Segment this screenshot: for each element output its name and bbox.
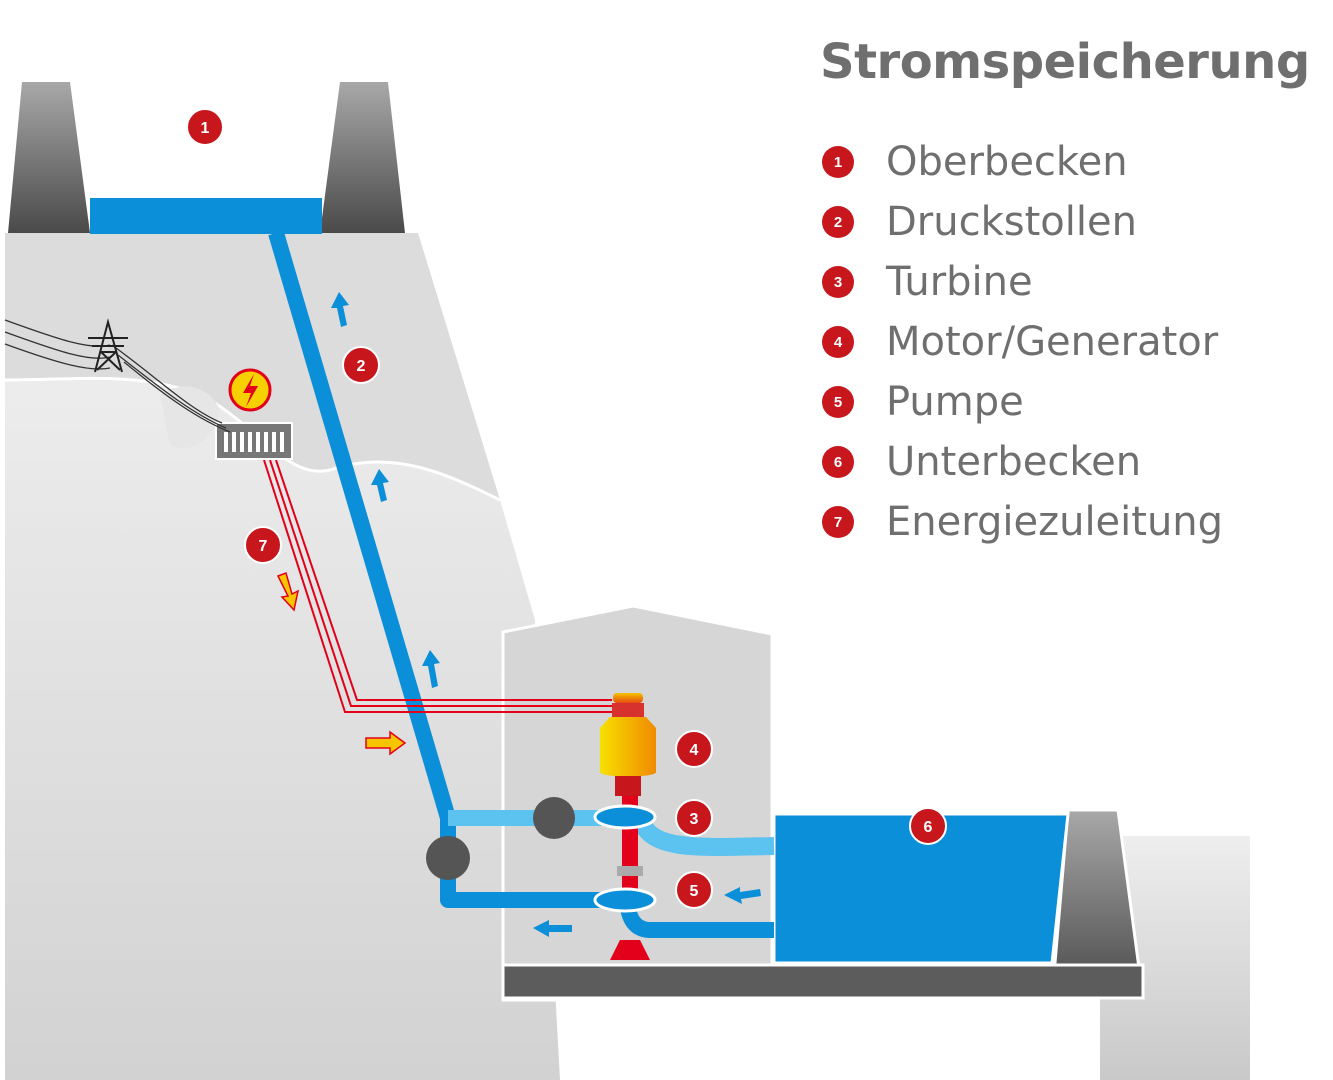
legend-label: Oberbecken (886, 139, 1128, 185)
marker-7: 7 (244, 526, 282, 564)
generator-base (615, 776, 641, 796)
transformer-vents (224, 432, 284, 452)
legend: 1 Oberbecken 2 Druckstollen 3 Turbine 4 … (822, 132, 1223, 552)
upper-dam-left (8, 82, 90, 233)
station-floor (501, 963, 1145, 1000)
marker-3-label: 3 (690, 811, 699, 828)
legend-number: 3 (822, 266, 854, 298)
legend-number: 1 (822, 146, 854, 178)
upper-dam-right (320, 82, 405, 233)
generator-top (613, 693, 643, 703)
marker-5-label: 5 (690, 883, 699, 900)
transformer-icon (215, 422, 293, 460)
power-lines (4, 319, 231, 433)
diagram-title: Stromspeicherung (820, 34, 1310, 90)
marker-3: 3 (675, 799, 713, 837)
lower-reservoir-water (772, 812, 1070, 965)
legend-item-motor-generator: 4 Motor/Generator (822, 312, 1223, 372)
lightning-warning-icon (228, 368, 272, 412)
marker-4: 4 (675, 730, 713, 768)
legend-label: Motor/Generator (886, 319, 1219, 365)
legend-label: Unterbecken (886, 439, 1142, 485)
upper-reservoir-water (90, 198, 322, 234)
legend-item-oberbecken: 1 Oberbecken (822, 132, 1223, 192)
power-pylon-icon (88, 318, 128, 373)
legend-item-pumpe: 5 Pumpe (822, 372, 1223, 432)
flow-arrow-icon (331, 292, 761, 937)
pump-suction-cone (610, 940, 650, 960)
motor-generator (600, 717, 656, 777)
marker-4-label: 4 (690, 742, 699, 759)
energy-supply-line (263, 459, 612, 713)
legend-label: Energiezuleitung (886, 499, 1224, 545)
valve-penstock (426, 836, 470, 880)
legend-label: Druckstollen (886, 199, 1137, 245)
legend-number: 2 (822, 206, 854, 238)
marker-5: 5 (675, 871, 713, 909)
shaft-coupling (617, 866, 643, 876)
legend-number: 5 (822, 386, 854, 418)
mountain-rock-band (5, 233, 500, 500)
legend-number: 4 (822, 326, 854, 358)
generator-cap (612, 703, 644, 717)
turbine-outlet-pipe (631, 814, 775, 856)
turbine-housing (593, 804, 657, 830)
pump-housing (593, 887, 657, 913)
marker-7-label: 7 (259, 538, 268, 555)
marker-1: 1 (186, 108, 224, 146)
marker-6: 6 (909, 807, 947, 845)
marker-1-label: 1 (201, 120, 210, 137)
energy-arrow-icon (276, 572, 407, 756)
valve-turbine (533, 797, 575, 839)
legend-item-turbine: 3 Turbine (822, 252, 1223, 312)
legend-item-unterbecken: 6 Unterbecken (822, 432, 1223, 492)
legend-number: 6 (822, 446, 854, 478)
legend-item-druckstollen: 2 Druckstollen (822, 192, 1223, 252)
marker-6-label: 6 (924, 819, 933, 836)
marker-2-label: 2 (357, 358, 366, 375)
legend-number: 7 (822, 506, 854, 538)
legend-item-energiezuleitung: 7 Energiezuleitung (822, 492, 1223, 552)
legend-label: Turbine (886, 259, 1033, 305)
marker-2: 2 (342, 346, 380, 384)
legend-label: Pumpe (886, 379, 1024, 425)
